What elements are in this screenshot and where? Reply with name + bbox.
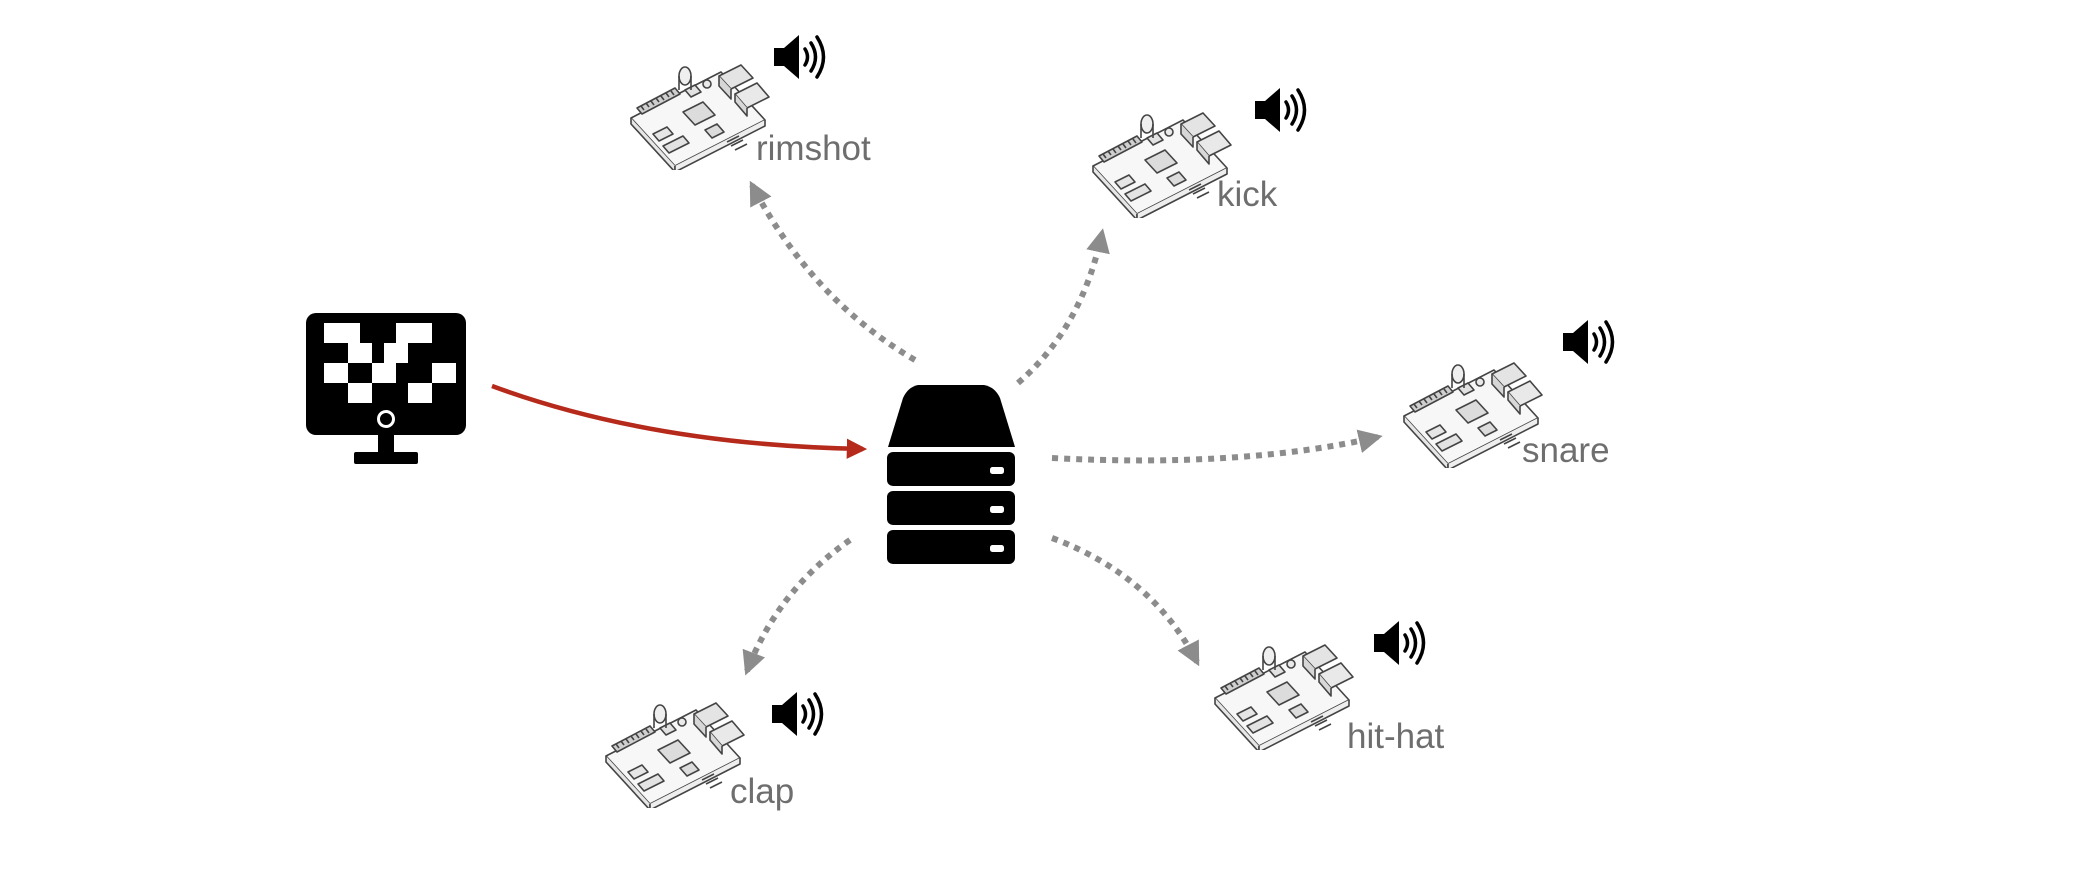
speaker-icon [1561,318,1615,366]
device-label: clap [730,772,794,811]
link-to-clap [742,537,852,676]
link-to-hit-hat [1050,535,1200,667]
monitor-with-sequencer-grid-icon [306,313,466,464]
raspberry-pi-board-icon [605,702,745,808]
link-to-kick [1016,228,1110,386]
device-links [742,180,1383,676]
device-clap: clap [605,690,824,811]
raspberry-pi-board-icon [630,64,770,170]
link-to-rimshot [749,180,917,363]
raspberry-pi-board-icon [1092,112,1232,218]
link-to-snare [1051,429,1383,464]
device-kick: kick [1092,86,1307,218]
device-label: snare [1522,431,1610,470]
speaker-icon [1253,86,1307,134]
device-label: kick [1217,175,1278,214]
speaker-icon [1372,619,1426,667]
device-hit-hat: hit-hat [1214,619,1445,756]
raspberry-pi-board-icon [1214,644,1354,750]
controller-to-server-arrow [491,383,868,459]
device-label: hit-hat [1347,717,1445,756]
device-snare: snare [1403,318,1615,470]
speaker-icon [770,690,824,738]
server-stack-icon [887,385,1015,564]
speaker-icon [772,33,826,81]
device-label: rimshot [756,129,871,168]
device-rimshot: rimshot [630,33,871,170]
